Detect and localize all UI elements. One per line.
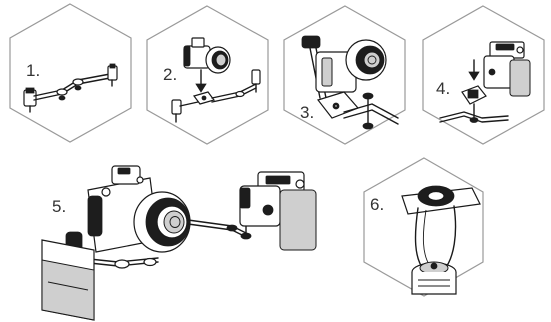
step-6-number: 6.	[370, 195, 384, 214]
step-2-panel: 2.	[147, 6, 268, 144]
step-1-number: 1.	[26, 61, 40, 80]
step-4-flash	[484, 42, 530, 96]
step-1-panel: 1.	[10, 4, 131, 142]
step-3-panel: 3.	[284, 6, 405, 144]
step-6-panel: 6.	[364, 158, 483, 296]
step-4-panel: 4.	[423, 6, 544, 144]
step-4-number: 4.	[436, 79, 450, 98]
step-5-left-clamp	[42, 232, 94, 320]
step-2-number: 2.	[163, 65, 177, 84]
step-5-camera	[88, 166, 190, 252]
step-5-panel: 5.	[42, 166, 316, 320]
step-5-number: 5.	[52, 197, 66, 216]
step-3-number: 3.	[300, 103, 314, 122]
step-5-flash	[240, 172, 316, 250]
